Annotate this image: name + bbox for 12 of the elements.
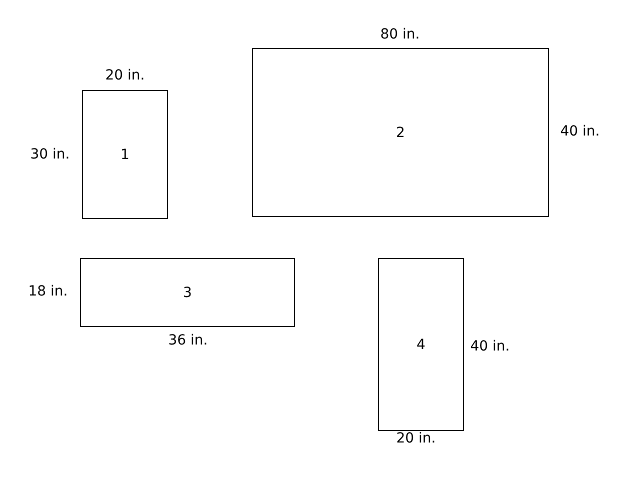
dimension-label: 40 in.	[470, 339, 510, 355]
dimension-label: 30 in.	[30, 147, 70, 163]
dimension-label: 20 in.	[105, 68, 145, 84]
dimension-label: 18 in.	[28, 284, 68, 300]
dimension-label: 36 in.	[168, 333, 208, 349]
dimension-label: 20 in.	[396, 431, 436, 447]
numbered-rectangle: 1	[82, 90, 168, 219]
dimension-label: 80 in.	[380, 27, 420, 43]
numbered-rectangle: 2	[252, 48, 549, 217]
dimension-label: 40 in.	[560, 124, 600, 140]
numbered-rectangle: 4	[378, 258, 464, 431]
numbered-rectangle: 3	[80, 258, 295, 327]
